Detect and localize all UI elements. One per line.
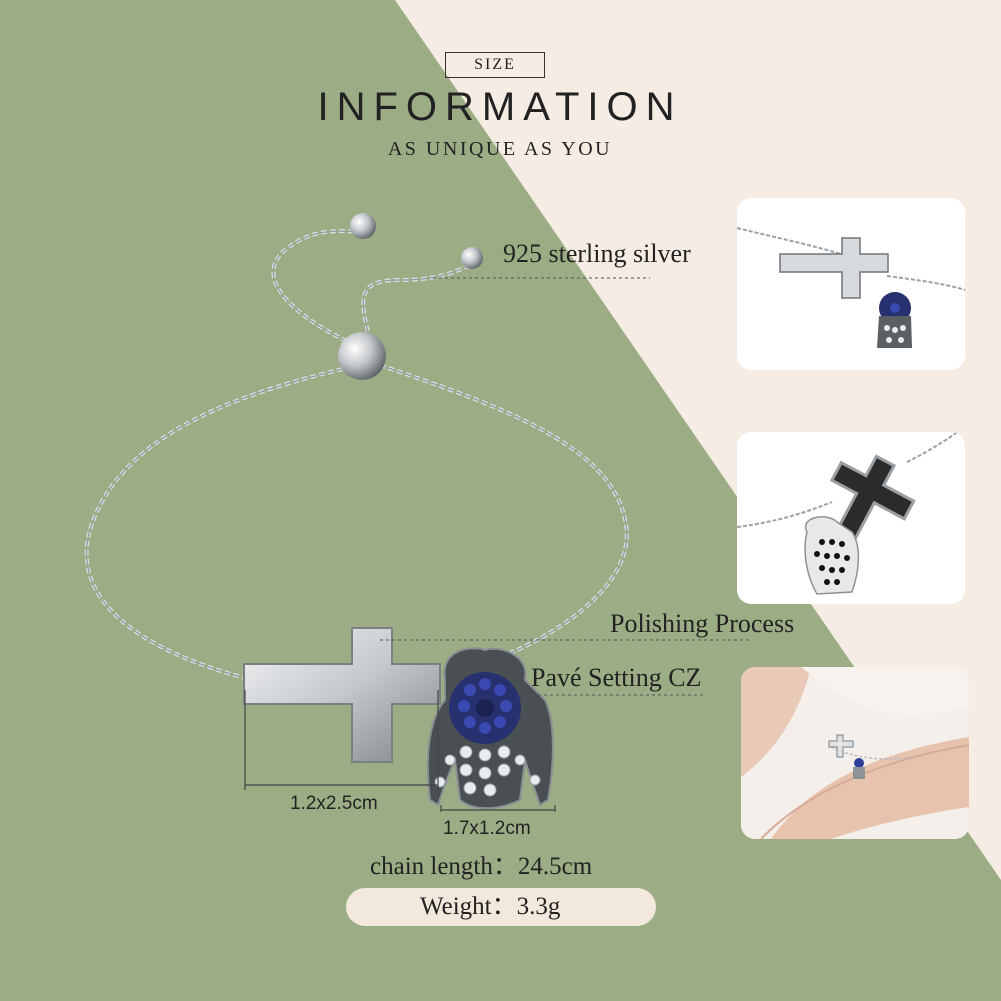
product-back-image <box>737 432 958 595</box>
slider-bead <box>338 332 386 380</box>
setting-callout: Pavé Setting CZ <box>531 663 702 692</box>
chain-length-spec: chain length：24.5cm <box>370 853 593 880</box>
end-bead-left <box>350 213 376 239</box>
material-callout: 925 sterling silver <box>503 239 691 268</box>
thumbnail-product-back[interactable] <box>737 432 965 604</box>
hamsa-charm <box>426 647 554 810</box>
size-badge: SIZE <box>445 52 545 78</box>
cross-dimension: 1.2x2.5cm <box>290 793 378 814</box>
thumbnail-model-wearing[interactable] <box>741 667 969 839</box>
model-wearing-image <box>741 667 969 839</box>
cross-charm <box>243 627 441 763</box>
hamsa-dimension: 1.7x1.2cm <box>443 818 531 839</box>
weight-pill <box>346 888 656 926</box>
page-title: INFORMATION <box>317 85 683 129</box>
thumbnail-product-front[interactable] <box>737 198 965 370</box>
product-front-image <box>737 227 965 348</box>
page-subtitle: AS UNIQUE AS YOU <box>387 138 613 160</box>
weight-spec: Weight：3.3g <box>420 893 561 920</box>
end-bead-right <box>461 247 483 269</box>
finish-callout: Polishing Process <box>610 609 795 638</box>
chain <box>84 229 629 680</box>
